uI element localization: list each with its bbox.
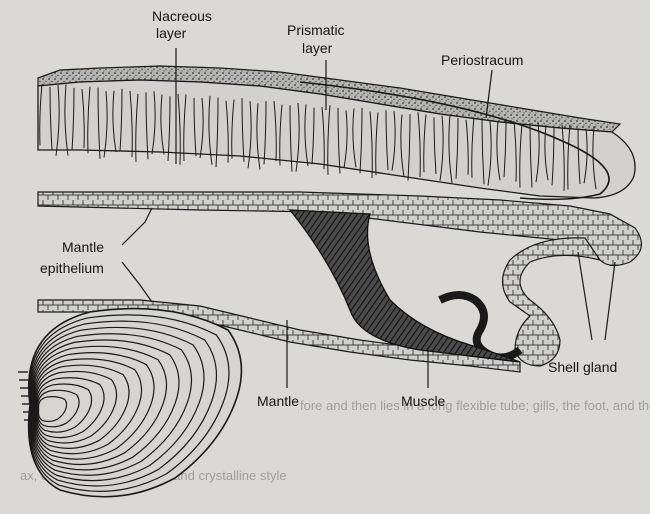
label-muscle: Muscle <box>401 393 446 409</box>
label-mantle: Mantle <box>257 393 299 409</box>
label-shell-gland: Shell gland <box>548 359 617 375</box>
label-periostracum: Periostracum <box>441 52 523 68</box>
label-mantle-epithelium-line1: Mantle <box>62 239 104 255</box>
label-prismatic-line2: layer <box>302 40 333 56</box>
label-mantle-epithelium-line2: epithelium <box>40 260 104 276</box>
shell <box>38 66 635 199</box>
prismatic-layer-body <box>38 80 635 198</box>
label-nacreous-line2: layer <box>156 25 187 41</box>
background-text-line1: fore and then lies in a long flexible tu… <box>300 398 650 413</box>
label-nacreous-line1: Nacreous <box>152 8 212 24</box>
label-prismatic-line1: Prismatic <box>287 22 345 38</box>
